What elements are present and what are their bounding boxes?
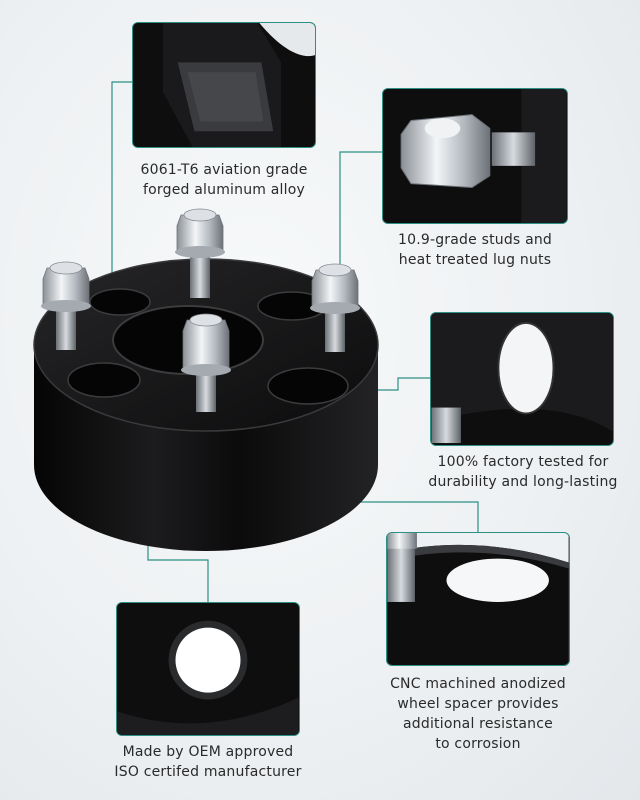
cnc-caption-line: to corrosion [435,736,521,752]
bolt-holes [67,288,349,405]
tested-caption-line: durability and long-lasting [428,474,618,490]
studs-detail-callout [382,88,568,224]
material-caption-line: 6061-T6 aviation grade [140,162,308,178]
tested-caption-line: 100% factory tested for [437,454,609,470]
oem-caption-line: ISO certifed manufacturer [114,764,302,780]
lug-nut-left [41,261,91,350]
center-bore-closeup [117,603,299,735]
cnc-caption-line: CNC machined anodized [390,676,566,692]
cnc-detail-callout [386,532,570,666]
lug-nut-front [181,313,231,412]
studs-caption: 10.9-grade studs and heat treated lug nu… [376,230,574,270]
aluminum-block-closeup [133,23,315,147]
cnc-caption: CNC machined anodized wheel spacer provi… [380,674,576,754]
studs-caption-line: 10.9-grade studs and [397,232,553,248]
cnc-caption-line: additional resistance [403,716,553,732]
tested-detail-callout [430,312,614,446]
material-caption-line: forged aluminum alloy [143,182,305,198]
oem-caption: Made by OEM approved ISO certifed manufa… [100,742,316,782]
oem-detail-callout [116,602,300,736]
tested-caption: 100% factory tested for durability and l… [420,452,626,492]
lug-nut-right [310,263,360,352]
lug-nut-closeup [383,89,567,223]
cnc-caption-line: wheel spacer provides [397,696,559,712]
material-detail-callout [132,22,316,148]
bolt-hole-closeup [387,533,569,665]
studs-caption-line: heat treated lug nuts [398,252,552,268]
spacer-edge-closeup [431,313,613,445]
material-caption: 6061-T6 aviation grade forged aluminum a… [124,160,324,200]
lug-nut-back [175,208,225,298]
oem-caption-line: Made by OEM approved [122,744,294,760]
